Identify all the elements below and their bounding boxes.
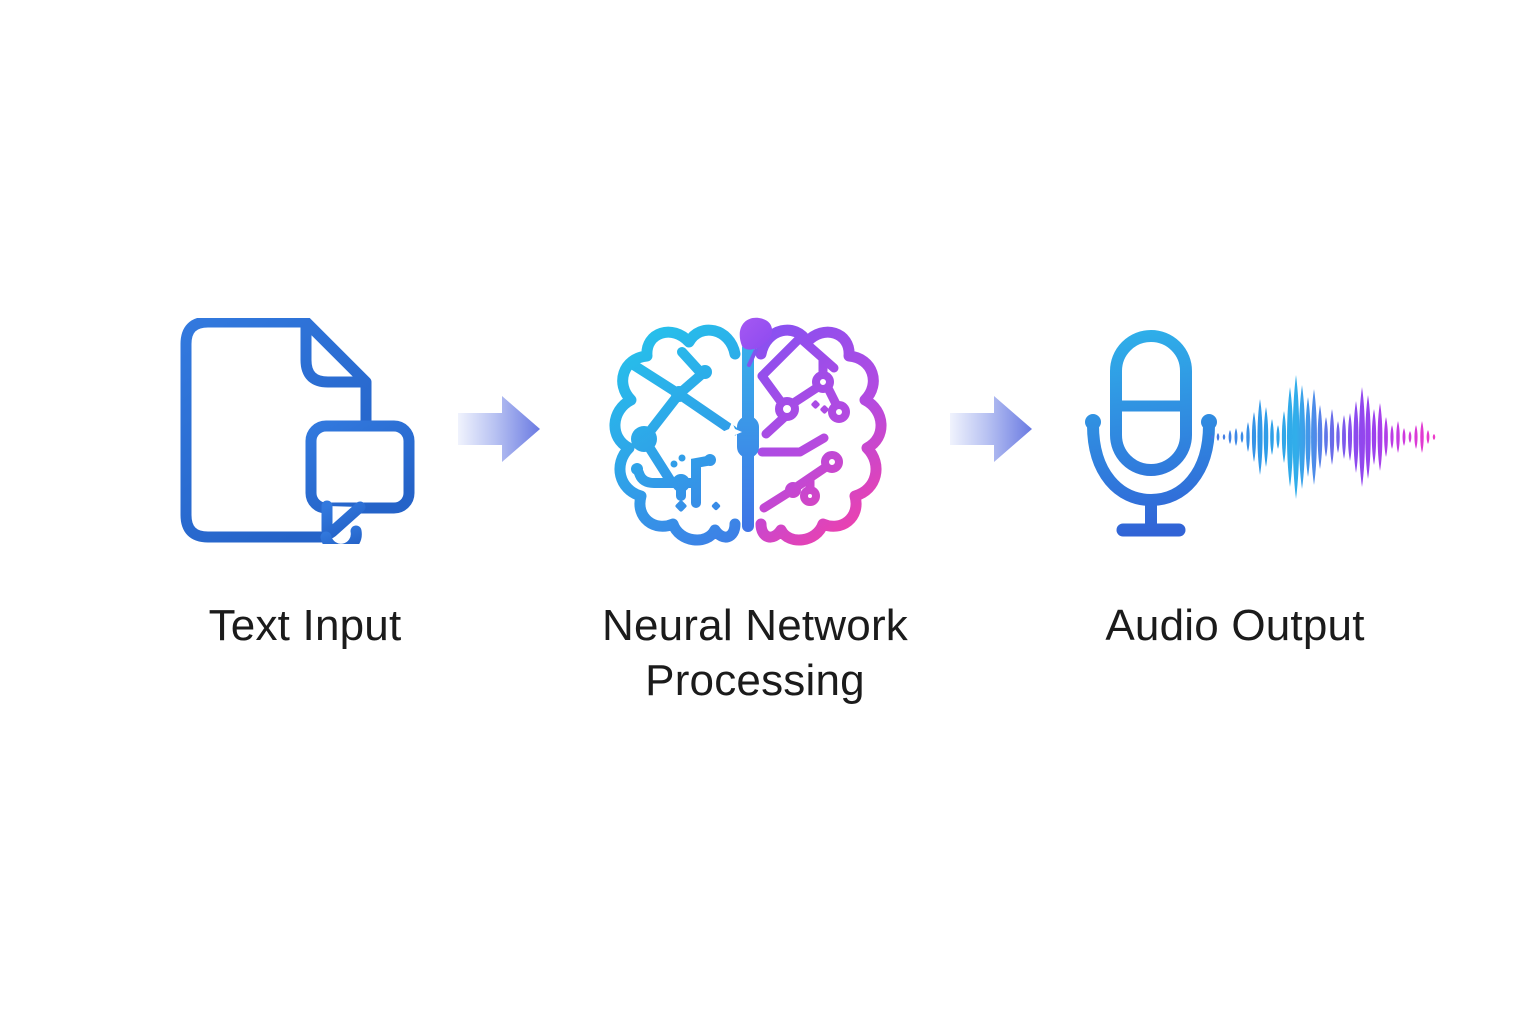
waveform-bar [1420,421,1424,453]
microphone-icon [1085,330,1217,537]
document-outline [180,318,372,543]
label-line: Processing [645,656,865,705]
waveform-bar [1402,428,1406,446]
label-line: Neural Network [601,601,908,650]
waveform-bar [1251,412,1257,462]
label-line: Audio Output [1105,601,1365,650]
waveform-bar [1432,434,1436,440]
waveform-bar [1377,403,1383,471]
waveform-bar [1216,433,1220,441]
waveform-bar [1353,401,1359,473]
chat-bubble [305,420,415,544]
waveform-bar [1305,397,1311,477]
waveform-bar [1371,409,1377,465]
mic-holder-ball-right [1201,414,1217,430]
arrow-right-icon [950,396,1032,462]
waveform-bars [1210,375,1436,499]
brain-left-hemisphere-outline [609,324,741,546]
waveform-bar [1342,415,1346,459]
stage-label-text-input: Text Input [155,598,455,653]
waveform-bar [1222,434,1226,440]
waveform-bar [1257,399,1263,475]
waveform-bar [1281,411,1287,463]
waveform-bar [1365,395,1371,479]
brain-right-hemisphere-outline [755,324,887,546]
waveform-bar [1414,425,1418,449]
brain-left-circuits [627,347,738,512]
waveform-bar [1240,431,1244,443]
waveform-bar [1210,435,1214,439]
waveform-bar [1384,417,1388,457]
waveform-bar [1298,385,1306,489]
waveform-bar [1246,422,1250,452]
waveform-bar [1228,430,1232,444]
brain-center-divider [722,342,759,532]
waveform-bar [1359,387,1365,487]
document-text-lines [204,379,309,499]
neural-network-brain-icon [609,317,887,546]
stage-label-audio-output: Audio Output [1075,598,1395,653]
waveform-bar [1329,409,1335,465]
waveform-bar [1336,421,1340,453]
brain-right-circuits [757,333,850,513]
waveform-bar [1390,425,1394,449]
mic-holder-ball-left [1085,414,1101,430]
waveform-bar [1311,389,1317,485]
chat-bubble-text-lines [325,441,396,487]
waveform-bar [1234,428,1238,446]
document-chat-icon [180,318,415,544]
waveform-bar [1324,417,1328,457]
arrow-right-icon [458,396,540,462]
waveform-bar [1276,425,1280,449]
waveform-bar [1396,421,1400,453]
sound-waveform-icon [1210,375,1436,499]
waveform-bar [1408,431,1412,443]
waveform-bar [1292,375,1300,499]
waveform-bar [1426,430,1430,444]
label-line: Text Input [208,601,402,650]
sparkle [722,422,742,442]
waveform-bar [1317,405,1323,469]
waveform-bar [1347,413,1353,461]
waveform-bar [1263,407,1269,467]
brain-top-flag [739,317,773,367]
waveform-bar [1270,419,1274,455]
waveform-bar [1287,387,1293,487]
stage-label-neural-network-processing: Neural Network Processing [555,598,955,708]
